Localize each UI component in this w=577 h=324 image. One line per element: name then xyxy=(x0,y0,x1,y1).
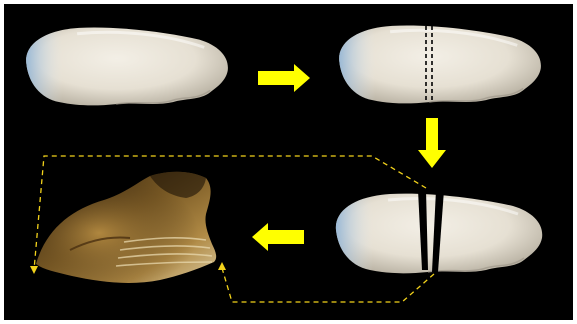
otolith-sectioning-diagram xyxy=(0,0,577,324)
